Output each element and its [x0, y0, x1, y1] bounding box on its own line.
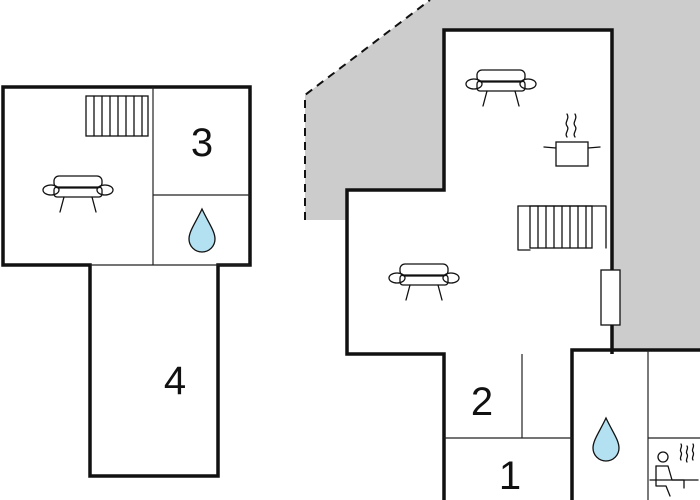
room-label-2: 2 — [471, 380, 493, 424]
water-drop-icon — [188, 207, 216, 253]
cooking-pot-icon — [543, 113, 601, 167]
sauna-icon — [649, 441, 699, 497]
right-unit: 2 1 — [345, 28, 700, 500]
sofa-icon — [42, 175, 114, 213]
outdoor-terrace — [304, 0, 700, 350]
radiator-icon — [517, 205, 607, 251]
radiator-icon — [85, 95, 149, 137]
room-label-3: 3 — [191, 121, 213, 165]
water-drop-icon — [592, 416, 620, 462]
left-unit: 3 4 — [1, 85, 252, 478]
room-label-1: 1 — [499, 454, 521, 498]
sofa-icon — [388, 263, 460, 301]
wood-stove-icon — [600, 269, 621, 326]
room-label-4: 4 — [164, 359, 186, 403]
sofa-icon — [465, 69, 537, 107]
